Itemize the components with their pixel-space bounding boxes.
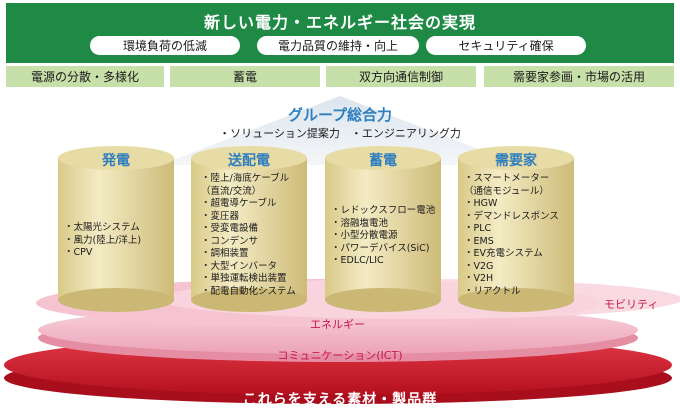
banner-title: 新しい電力・エネルギー社会の実現: [203, 13, 476, 32]
pillar-storage-label: 蓄電: [369, 153, 397, 169]
list-item: ・V2G: [464, 260, 494, 272]
list-item: ・リアクトル: [464, 285, 521, 297]
foundation-label: これらを支える素材・製品群: [242, 392, 438, 408]
list-item: ・調相装置: [201, 248, 249, 259]
list-item: ・コンデンサ: [201, 235, 259, 247]
list-item: ・風力(陸上/洋上): [64, 234, 142, 246]
group-title: グループ総合力: [287, 106, 393, 124]
ict-label: コミュニケーション(ICT): [277, 349, 403, 362]
list-item: ・陸上/海底ケーブル: [201, 173, 290, 184]
list-item: ・小型分散電源: [331, 230, 398, 241]
tech-box-distributed: 電源の分散・多様化: [6, 66, 164, 87]
list-item: ・CPV: [64, 247, 93, 258]
pillar-transmission-list: ・陸上/海底ケーブル （直流/交流） ・超電導ケーブル ・変圧器 ・受変電設備 …: [201, 173, 296, 298]
list-item: ・EMS: [464, 235, 494, 247]
list-item: ・配電自動化システム: [201, 285, 296, 297]
tech-box-communication: 双方向通信制御: [326, 66, 476, 87]
list-item: ・V2H: [464, 273, 494, 284]
pillar-demand-label: 需要家: [495, 153, 537, 169]
list-item: ・EV充電システム: [464, 248, 543, 259]
goal-pill-power-quality: 電力品質の維持・向上: [257, 36, 419, 55]
goal-banner: 新しい電力・エネルギー社会の実現 環境負荷の低減 電力品質の維持・向上 セキュリ…: [6, 3, 674, 63]
list-item: ・デマンドレスポンス: [464, 210, 559, 222]
list-item: （通信モジュール）: [464, 185, 549, 197]
pillar-storage-cylinder: [325, 146, 441, 312]
list-item: ・EDLC/LIC: [331, 255, 384, 266]
tech-box-demand-market: 需要家参画・市場の活用: [484, 66, 674, 87]
mobility-label: モビリティ: [604, 298, 659, 311]
list-item: ・パワーデバイス(SiC): [331, 242, 430, 254]
energy-label: エネルギー: [310, 318, 365, 331]
pillar-transmission-label: 送配電: [228, 153, 270, 169]
list-item: ・単独運転検出装置: [201, 273, 287, 284]
list-item: ・HGW: [464, 198, 498, 209]
list-item: ・溶融塩電池: [331, 217, 389, 229]
list-item: ・太陽光システム: [64, 222, 140, 233]
pillar-storage-list: ・レドックスフロー電池 ・溶融塩電池 ・小型分散電源 ・パワーデバイス(SiC)…: [331, 205, 435, 268]
goal-pill-environment: 環境負荷の低減: [90, 36, 240, 55]
list-item: ・レドックスフロー電池: [331, 205, 436, 216]
goal-pill-security: セキュリティ確保: [426, 36, 586, 55]
list-item: ・超電導ケーブル: [201, 198, 277, 209]
list-item: （直流/交流）: [201, 185, 262, 197]
group-strengths: ・ソリューション提案力 ・エンジニアリング力: [219, 127, 461, 140]
list-item: ・変圧器: [201, 210, 240, 222]
tech-box-storage: 蓄電: [170, 66, 320, 87]
pillar-generation-list: ・太陽光システム ・風力(陸上/洋上) ・CPV: [64, 222, 141, 260]
pillar-generation-cylinder: [58, 146, 174, 312]
list-item: ・PLC: [464, 223, 492, 234]
list-item: ・スマートメーター: [464, 173, 550, 184]
pillar-demand-list: ・スマートメーター （通信モジュール） ・HGW ・デマンドレスポンス ・PLC…: [464, 173, 559, 298]
pillar-transmission-cylinder: [191, 146, 307, 312]
list-item: ・大型インバータ: [201, 260, 278, 272]
list-item: ・受変電設備: [201, 223, 259, 234]
pillar-demand-cylinder: [458, 146, 574, 312]
pillar-generation-label: 発電: [102, 153, 130, 169]
